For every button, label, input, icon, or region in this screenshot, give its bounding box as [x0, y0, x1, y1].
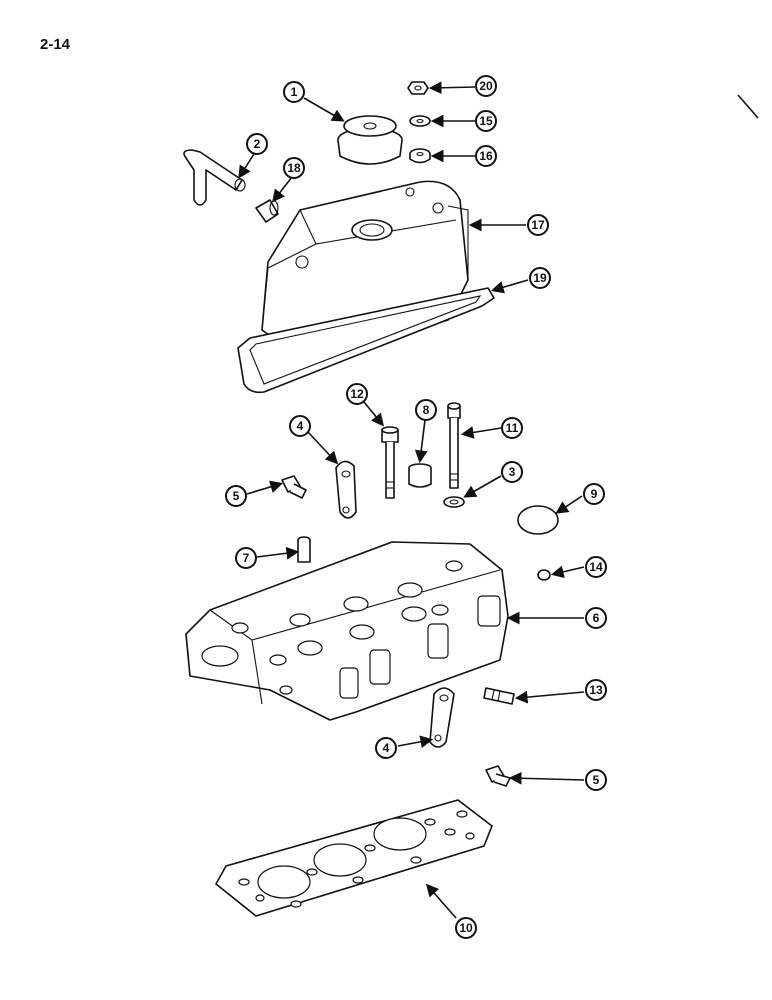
svg-text:11: 11	[506, 421, 519, 435]
leader-lines	[238, 81, 585, 919]
callout-11: 11	[501, 417, 523, 439]
part-small-plug	[537, 569, 551, 581]
callout-7: 7	[235, 547, 257, 569]
svg-text:13: 13	[589, 683, 603, 697]
callout-19: 19	[529, 267, 551, 289]
page-number: 2-14	[40, 36, 71, 53]
callout-1: 1	[283, 81, 305, 103]
part-bolt-short	[447, 402, 461, 489]
callout-8: 8	[415, 399, 437, 421]
part-lifting-eye-upper	[335, 460, 357, 519]
callout-10: 10	[455, 917, 477, 939]
svg-text:7: 7	[243, 551, 250, 565]
svg-text:6: 6	[593, 611, 600, 625]
svg-text:19: 19	[533, 271, 547, 285]
svg-text:17: 17	[531, 218, 545, 232]
part-stud	[483, 687, 515, 705]
part-breather-pipe	[183, 149, 246, 206]
svg-text:9: 9	[591, 487, 598, 501]
callout-14: 14	[585, 556, 607, 578]
part-oil-filler-cap	[337, 115, 403, 165]
stray-mark	[737, 94, 759, 119]
callout-3: 3	[501, 461, 523, 483]
part-lifting-eye-lower	[429, 687, 455, 748]
callout-18: 18	[283, 157, 305, 179]
svg-text:10: 10	[459, 921, 473, 935]
svg-text:14: 14	[589, 560, 603, 574]
svg-text:15: 15	[479, 114, 493, 128]
callout-4-upper: 4	[289, 415, 311, 437]
part-seal	[409, 148, 431, 164]
callout-17: 17	[527, 214, 549, 236]
part-bolt-long	[381, 426, 399, 499]
part-nut	[407, 81, 429, 95]
callout-5-lower: 5	[585, 769, 607, 791]
svg-text:12: 12	[350, 387, 364, 401]
svg-text:8: 8	[423, 403, 430, 417]
svg-text:18: 18	[287, 161, 301, 175]
svg-text:16: 16	[479, 149, 493, 163]
part-valve-guide	[297, 536, 311, 563]
callout-16: 16	[475, 145, 497, 167]
svg-text:5: 5	[593, 773, 600, 787]
part-injector-sleeve	[408, 463, 432, 488]
part-cylinder-head	[185, 541, 509, 721]
callout-20: 20	[475, 75, 497, 97]
part-rocker-cover-gasket	[237, 287, 495, 394]
part-head-gasket	[215, 799, 493, 917]
callout-9: 9	[583, 483, 605, 505]
callout-12: 12	[346, 383, 368, 405]
svg-text:2: 2	[254, 137, 261, 151]
callout-5-upper: 5	[225, 485, 247, 507]
part-connector	[255, 199, 279, 223]
callout-13: 13	[585, 679, 607, 701]
callout-15: 15	[475, 110, 497, 132]
part-core-plug	[517, 505, 559, 535]
callout-4-lower: 4	[375, 737, 397, 759]
svg-text:3: 3	[509, 465, 516, 479]
part-washer	[409, 115, 431, 127]
part-washer-small	[443, 496, 465, 508]
svg-text:5: 5	[233, 489, 240, 503]
callout-2: 2	[246, 133, 268, 155]
svg-text:1: 1	[291, 85, 298, 99]
part-bolt-lifting-eye-upper	[281, 475, 307, 499]
svg-text:4: 4	[383, 741, 390, 755]
svg-text:4: 4	[297, 419, 304, 433]
callout-6: 6	[585, 607, 607, 629]
part-bolt-lifting-eye-lower	[485, 765, 511, 787]
svg-text:20: 20	[479, 79, 493, 93]
